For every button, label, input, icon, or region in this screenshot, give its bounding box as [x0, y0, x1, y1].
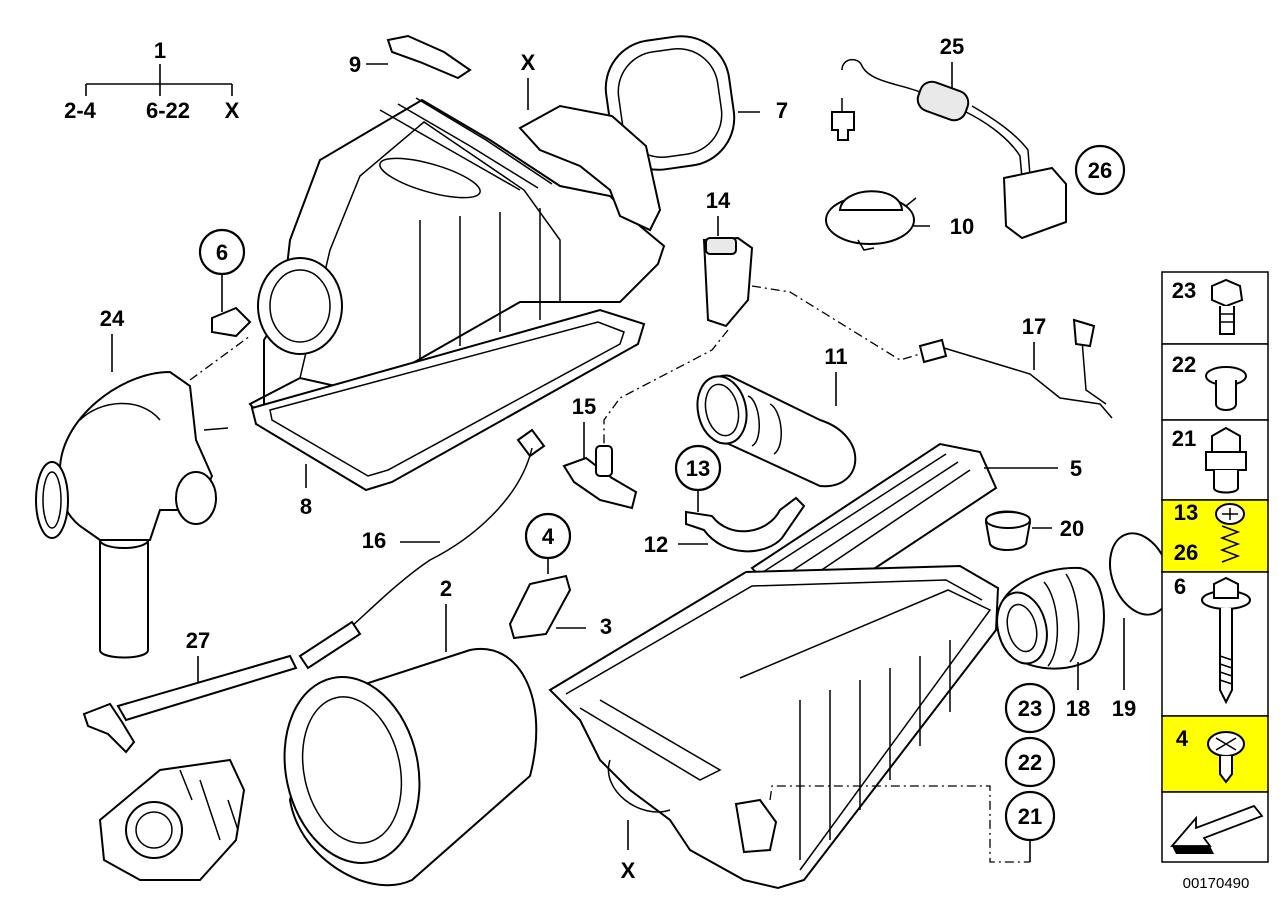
fastener-row-13-26: 13 26: [1161, 499, 1269, 573]
part-8-gasket: 8: [250, 308, 646, 519]
label-16: 16: [362, 528, 386, 553]
fastener-label-4: 4: [1176, 726, 1189, 751]
tree-child-3: X: [225, 98, 240, 123]
part-15: 15: [562, 394, 638, 510]
label-27: 27: [186, 628, 210, 653]
fastener-label-6: 6: [1174, 574, 1186, 599]
part-9-emblem: 9: [349, 34, 472, 80]
part-11-cylinder: 11: [696, 344, 857, 488]
label-2: 2: [440, 576, 452, 601]
label-24: 24: [100, 306, 125, 331]
label-18: 18: [1066, 696, 1090, 721]
part-19-seal: 19: [1109, 532, 1171, 721]
fastener-label-21: 21: [1172, 426, 1196, 451]
arrow-shadow: [1172, 846, 1214, 854]
label-15: 15: [572, 394, 596, 419]
circled-21: 21: [1018, 804, 1042, 829]
tree-root-label: 1: [154, 38, 166, 63]
tree-lines: [85, 64, 233, 96]
part-20: 20: [984, 510, 1084, 551]
label-20: 20: [1060, 516, 1084, 541]
part-10-cap: 10: [825, 190, 974, 251]
part-27-hose: 27: [82, 628, 298, 754]
circled-26: 26: [1088, 158, 1112, 183]
navigation-arrow-box: [1161, 791, 1269, 863]
fastener-label-23: 23: [1172, 278, 1196, 303]
fastener-row-23: 23: [1161, 271, 1269, 345]
circle-26-outline: [1074, 144, 1126, 196]
lower-housing: [548, 564, 1030, 890]
circled-4: 4: [542, 524, 555, 549]
label-11: 11: [824, 344, 847, 369]
fastener-label-13: 13: [1174, 500, 1198, 525]
fastener-label-26: 26: [1174, 540, 1198, 565]
part-2-filter: 2: [283, 576, 538, 887]
fastener-row-21: 21: [1161, 419, 1269, 501]
part-3-bracket: 4 3: [508, 512, 612, 640]
arrow-icon: [1170, 804, 1264, 847]
label-12: 12: [644, 532, 668, 557]
part-5-duct: 5: [750, 442, 1082, 612]
circled-23: 23: [1018, 696, 1042, 721]
throttle-body: [98, 758, 246, 881]
part-16-probe: 16: [298, 428, 546, 670]
fastener-label-22: 22: [1172, 352, 1196, 377]
fastener-row-6: 6: [1161, 571, 1269, 717]
circled-13: 13: [686, 456, 710, 481]
label-17: 17: [1022, 314, 1046, 339]
assembly-tree: 1 2-4 6-22 X: [64, 38, 240, 123]
label-3: 3: [600, 614, 612, 639]
part-25-harness: 25 26: [831, 34, 1126, 240]
diagram-number: 00170490: [1183, 875, 1250, 892]
label-5: 5: [1070, 456, 1082, 481]
circled-22: 22: [1018, 750, 1042, 775]
label-10: 10: [950, 214, 974, 239]
label-x-bottom: X: [621, 858, 636, 883]
upper-housing: [189, 97, 666, 430]
label-8: 8: [300, 494, 312, 519]
part-7-gasket: 7: [604, 35, 788, 171]
tree-child-2: 6-22: [146, 98, 190, 123]
fastener-row-4: 4: [1161, 715, 1269, 793]
tree-child-1: 2-4: [64, 98, 97, 123]
part-18-boot: 18: [996, 566, 1105, 721]
label-9: 9: [349, 52, 361, 77]
part-14-valve: 14 17: [603, 188, 1113, 460]
label-14: 14: [706, 188, 731, 213]
label-x-top: X: [521, 50, 536, 75]
fastener-legend: 23 22 21 13 26: [1161, 271, 1269, 892]
label-25: 25: [940, 34, 964, 59]
part-24-intake-elbow: 24: [35, 306, 229, 659]
label-19: 19: [1112, 696, 1136, 721]
circled-6: 6: [216, 240, 228, 265]
fastener-row-22: 22: [1161, 343, 1269, 421]
part-12-clamp: 13 12: [644, 444, 806, 557]
circled-fastener-refs: 23 22 21: [1004, 682, 1056, 862]
label-7: 7: [776, 98, 788, 123]
